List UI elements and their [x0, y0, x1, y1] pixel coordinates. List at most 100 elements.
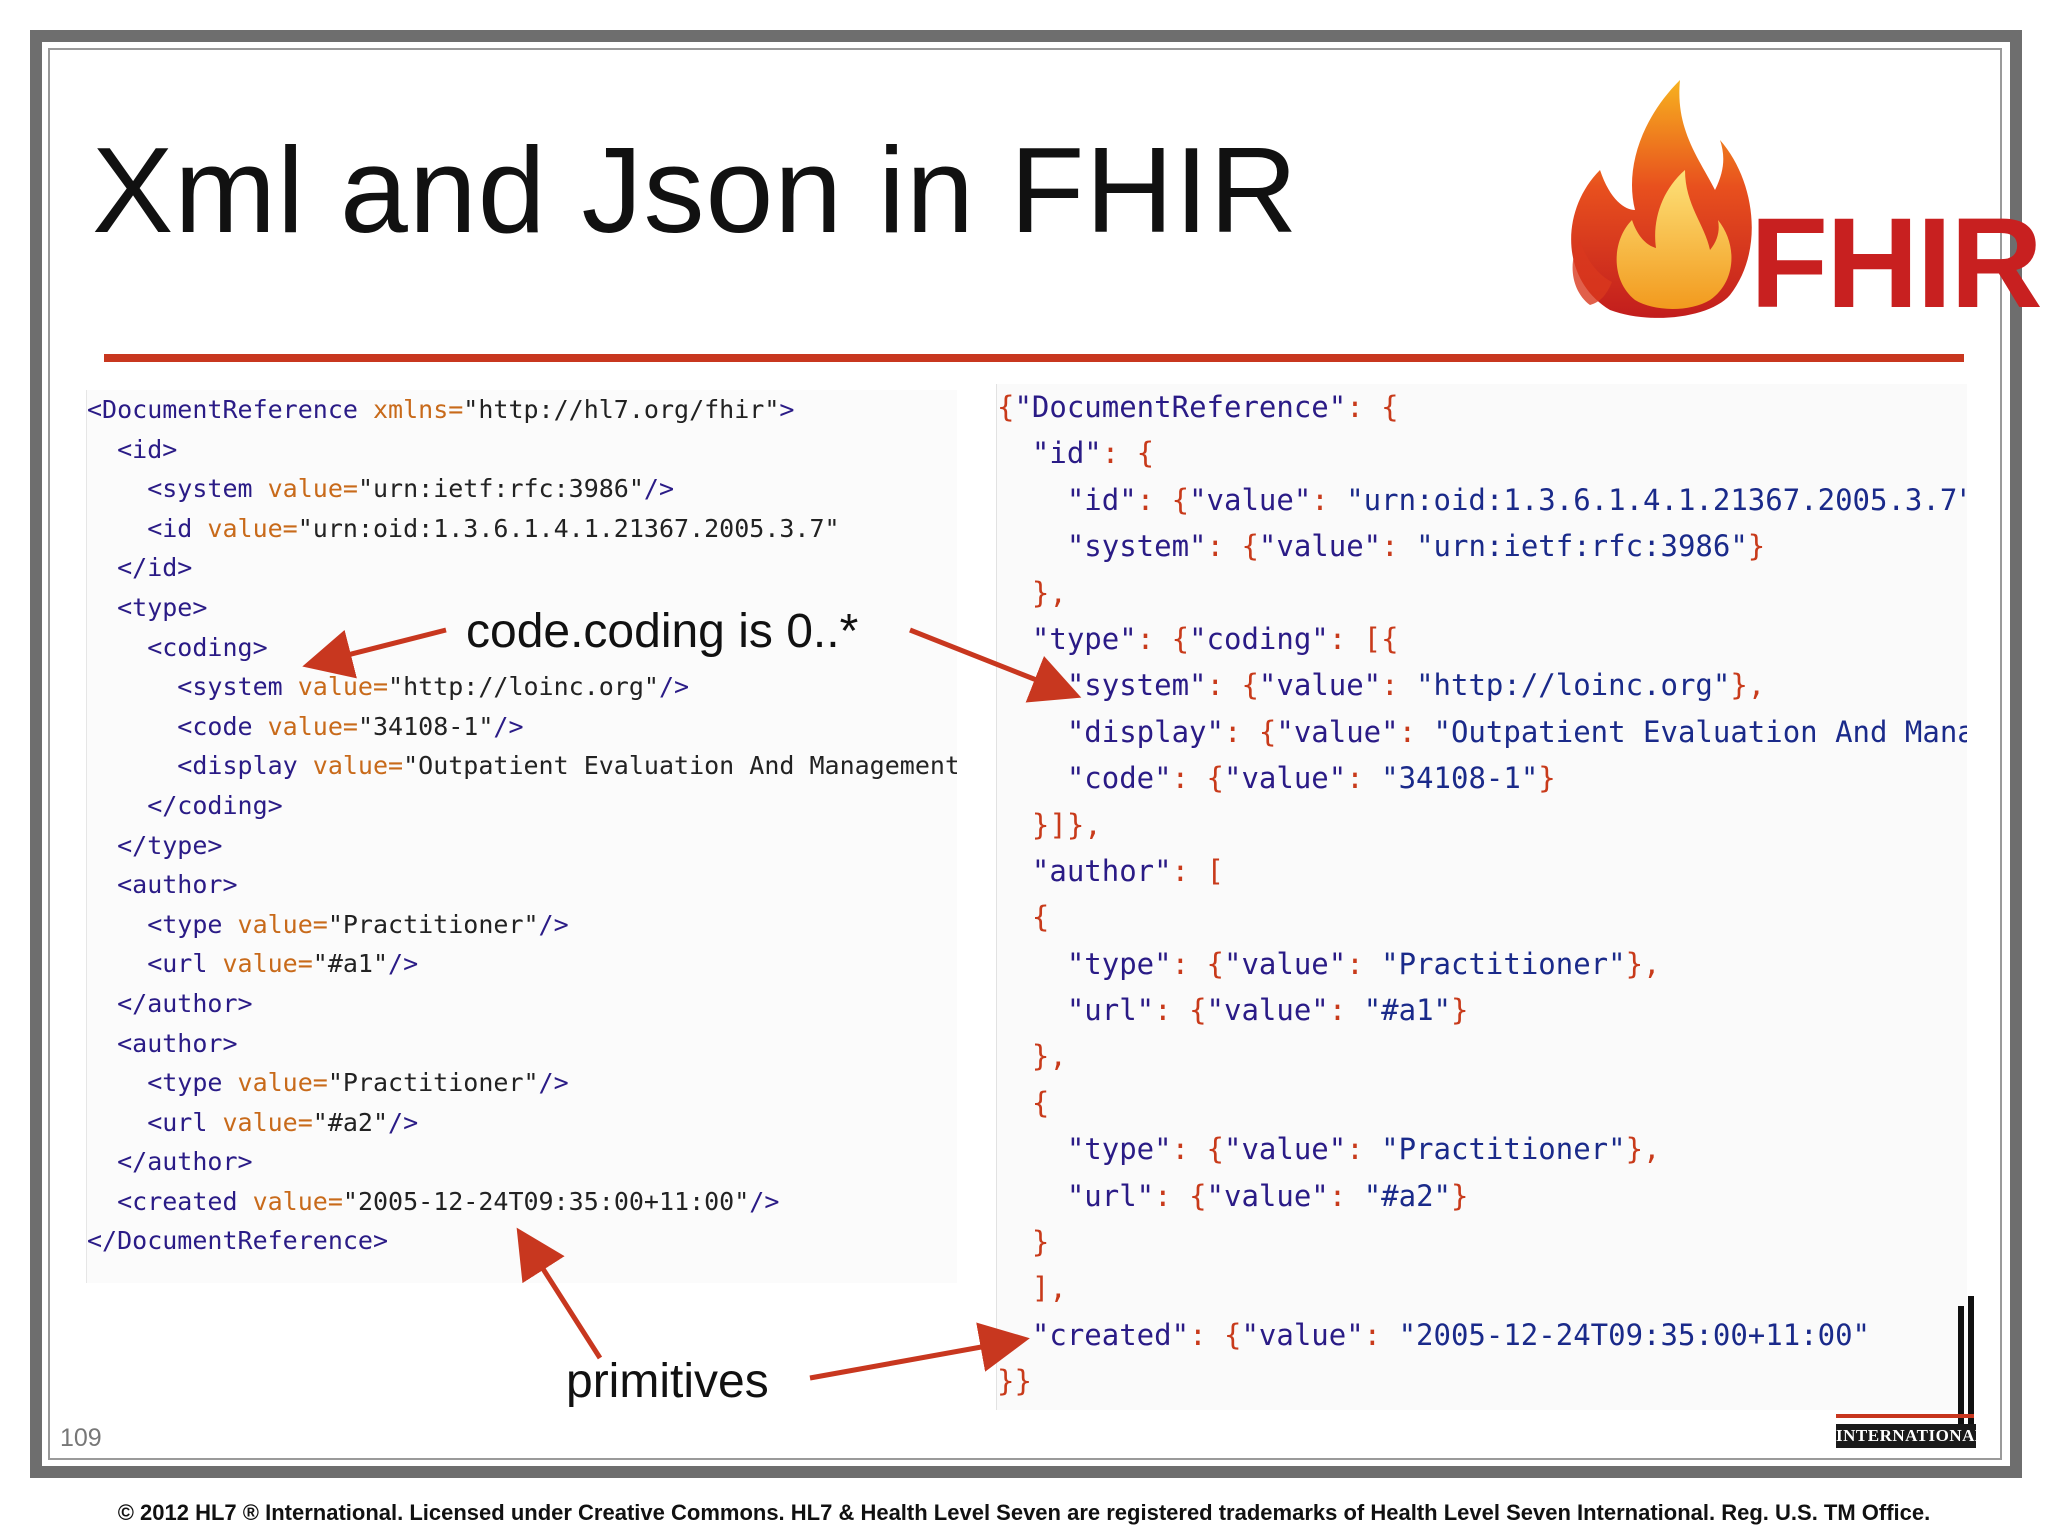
code-token: : { — [1154, 1178, 1207, 1213]
code-token — [997, 761, 1067, 795]
xml-code-line: </author> — [87, 984, 957, 1024]
code-token: : { — [1154, 993, 1207, 1028]
code-token: "#a1" — [1363, 993, 1451, 1028]
code-token: { — [997, 900, 1050, 935]
code-token: }, — [997, 575, 1067, 610]
code-token: <system — [87, 474, 268, 504]
copyright-footer: © 2012 HL7 ® International. Licensed und… — [117, 1500, 1931, 1525]
code-token: /> — [388, 949, 419, 979]
slide-title: Xml and Json in FHIR — [92, 122, 1299, 258]
code-token: "value" — [1258, 529, 1382, 564]
code-token: "value" — [1276, 714, 1399, 749]
code-token: "DocumentReference" — [1014, 390, 1347, 424]
code-token: value= — [237, 1068, 328, 1098]
code-token: "display" — [1066, 714, 1224, 749]
code-token: /> — [538, 909, 569, 939]
code-token: </author> — [87, 988, 253, 1018]
code-token: "urn:oid:1.3.6.1.4.1.21367.2005.3.7" — [297, 513, 840, 543]
xml-code-line: </id> — [87, 548, 957, 588]
code-token: }} — [997, 1364, 1032, 1399]
code-token: "Practitioner" — [1381, 946, 1626, 981]
json-code-line: "system": {"value": "http://loinc.org"}, — [997, 662, 1967, 708]
hl7-international-badge-label: INTERNATIONAL — [1836, 1424, 1986, 1448]
code-token: "#a2" — [1363, 1178, 1451, 1213]
code-token: /> — [493, 711, 524, 741]
code-token: "http://loinc.org" — [388, 672, 659, 702]
code-token: <display — [87, 751, 313, 781]
code-token: "#a2" — [312, 1107, 389, 1137]
code-token: "value" — [1206, 1178, 1329, 1213]
code-token: }]}, — [997, 807, 1102, 842]
code-token: }, — [1625, 946, 1661, 981]
json-code-line: "type": {"value": "Practitioner"}, — [997, 1126, 1967, 1172]
json-code-line: }]}, — [997, 802, 1967, 848]
code-token: xmlns= — [372, 395, 464, 424]
code-token — [997, 993, 1067, 1027]
code-token: : { — [1206, 529, 1259, 564]
code-token: /> — [643, 474, 675, 504]
code-token: } — [997, 1225, 1050, 1260]
json-code-panel: {"DocumentReference": { "id": { "id": {"… — [996, 384, 1967, 1410]
code-token: : { — [1171, 761, 1224, 796]
code-token: "created" — [1031, 1317, 1190, 1352]
json-code-line: }, — [997, 570, 1967, 616]
json-code-line: "url": {"value": "#a1"} — [997, 987, 1967, 1033]
code-token: "url" — [1066, 993, 1155, 1028]
code-token: : { — [1136, 482, 1190, 517]
code-token: "2005-12-24T09:35:00+11:00" — [342, 1186, 750, 1216]
code-token: "34108-1" — [357, 711, 494, 741]
code-token: : — [1346, 761, 1382, 796]
slide-inner-border — [48, 48, 2002, 1460]
code-token: }, — [1730, 668, 1766, 703]
code-token: : { — [1101, 436, 1155, 471]
fhir-flame-logo-icon — [1571, 80, 1752, 318]
page-number: 109 — [60, 1424, 102, 1452]
xml-code-line: </DocumentReference> — [87, 1221, 957, 1261]
xml-code-line: <DocumentReference xmlns="http://hl7.org… — [87, 390, 957, 430]
code-token — [997, 1318, 1032, 1352]
code-token: : { — [1171, 1132, 1224, 1167]
json-code-line: "url": {"value": "#a2"} — [997, 1173, 1967, 1219]
xml-code-line: <type value="Practitioner"/> — [87, 905, 957, 945]
code-token: "value" — [1189, 482, 1312, 517]
json-code-line: "id": {"value": "urn:oid:1.3.6.1.4.1.213… — [997, 477, 1967, 523]
code-token: }, — [1625, 1132, 1661, 1167]
code-token: "http://hl7.org/fhir" — [463, 395, 780, 424]
primitives-annotation: primitives — [566, 1355, 769, 1408]
code-token: "Practitioner" — [327, 1068, 539, 1098]
code-token: : { — [1136, 621, 1190, 656]
code-token: "urn:ietf:rfc:3986" — [357, 474, 644, 504]
code-token: <code — [87, 711, 268, 741]
code-token: "value" — [1241, 1317, 1364, 1352]
coding-annotation: code.coding is 0..* — [466, 605, 859, 658]
json-code-line: }, — [997, 1033, 1967, 1079]
code-token: <author> — [87, 1028, 238, 1058]
code-token: "Outpatient Evaluation And Management" — [403, 751, 957, 781]
code-token: : — [1346, 946, 1382, 981]
code-token: "code" — [1066, 761, 1172, 796]
code-token: : — [1328, 1178, 1364, 1213]
code-token: <created — [87, 1186, 253, 1216]
code-token: } — [1451, 993, 1469, 1028]
code-token: : [ — [1171, 853, 1224, 888]
code-token: "urn:ietf:rfc:3986" — [1416, 529, 1748, 564]
code-token: "id" — [1031, 436, 1102, 471]
code-token: value= — [267, 711, 358, 741]
code-token: value= — [297, 672, 389, 702]
code-token: : — [1346, 1132, 1382, 1167]
json-code-line: "type": {"value": "Practitioner"}, — [997, 941, 1967, 987]
code-token: } — [1451, 1178, 1469, 1213]
code-token: "urn:oid:1.3.6.1.4.1.21367.2005.3.7" — [1346, 482, 1967, 517]
code-token: : — [1381, 529, 1417, 564]
code-token: "type" — [1066, 1132, 1172, 1167]
code-token: </type> — [87, 830, 223, 860]
code-token: > — [779, 395, 795, 424]
json-code-line: { — [997, 894, 1967, 940]
xml-code-line: </author> — [87, 1142, 957, 1182]
code-token: "value" — [1206, 993, 1329, 1028]
code-token — [997, 1132, 1067, 1166]
code-token: value= — [252, 1186, 343, 1216]
json-code-line: ], — [997, 1265, 1967, 1311]
code-token — [997, 715, 1067, 749]
json-code-line: {"DocumentReference": { — [997, 384, 1967, 430]
